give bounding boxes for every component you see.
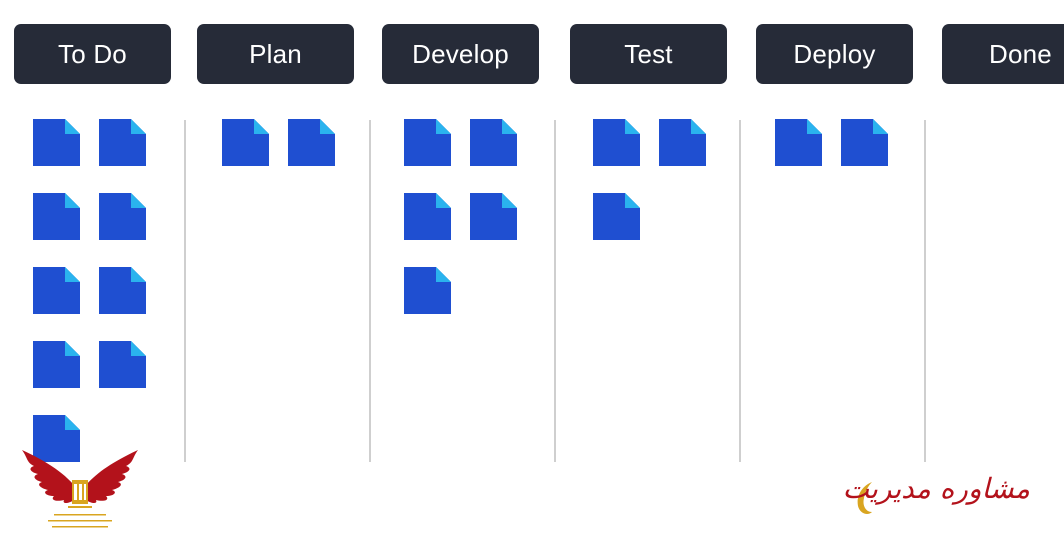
document-icon[interactable] — [222, 119, 269, 166]
document-icon[interactable] — [404, 193, 451, 240]
column-header-plan: Plan — [197, 24, 354, 84]
column-header-done: Done — [942, 24, 1064, 84]
document-icon[interactable] — [33, 341, 80, 388]
column-header-to-do: To Do — [14, 24, 171, 84]
document-icon[interactable] — [33, 193, 80, 240]
column-divider — [184, 120, 186, 462]
document-icon[interactable] — [470, 119, 517, 166]
column-header-test: Test — [570, 24, 727, 84]
document-icon[interactable] — [99, 341, 146, 388]
document-icon[interactable] — [593, 119, 640, 166]
brand-wordmark-logo: مشاوره مدیریت — [842, 468, 1030, 526]
document-icon[interactable] — [404, 119, 451, 166]
column-divider — [924, 120, 926, 462]
column-divider — [739, 120, 741, 462]
column-divider — [369, 120, 371, 462]
document-icon[interactable] — [33, 415, 80, 462]
document-icon[interactable] — [99, 267, 146, 314]
winged-emblem-icon — [22, 450, 138, 528]
document-icon[interactable] — [99, 119, 146, 166]
document-icon[interactable] — [775, 119, 822, 166]
document-icon[interactable] — [33, 267, 80, 314]
column-header-develop: Develop — [382, 24, 539, 84]
winged-emblem-logo — [18, 444, 142, 536]
brand-wordmark: مشاوره مدیریت — [842, 472, 1030, 505]
document-icon[interactable] — [841, 119, 888, 166]
document-icon[interactable] — [593, 193, 640, 240]
column-divider — [554, 120, 556, 462]
document-icon[interactable] — [99, 193, 146, 240]
document-icon[interactable] — [33, 119, 80, 166]
document-icon[interactable] — [404, 267, 451, 314]
brand-wordmark-icon — [857, 482, 872, 514]
document-icon[interactable] — [470, 193, 517, 240]
document-icon[interactable] — [659, 119, 706, 166]
document-icon[interactable] — [288, 119, 335, 166]
column-header-deploy: Deploy — [756, 24, 913, 84]
